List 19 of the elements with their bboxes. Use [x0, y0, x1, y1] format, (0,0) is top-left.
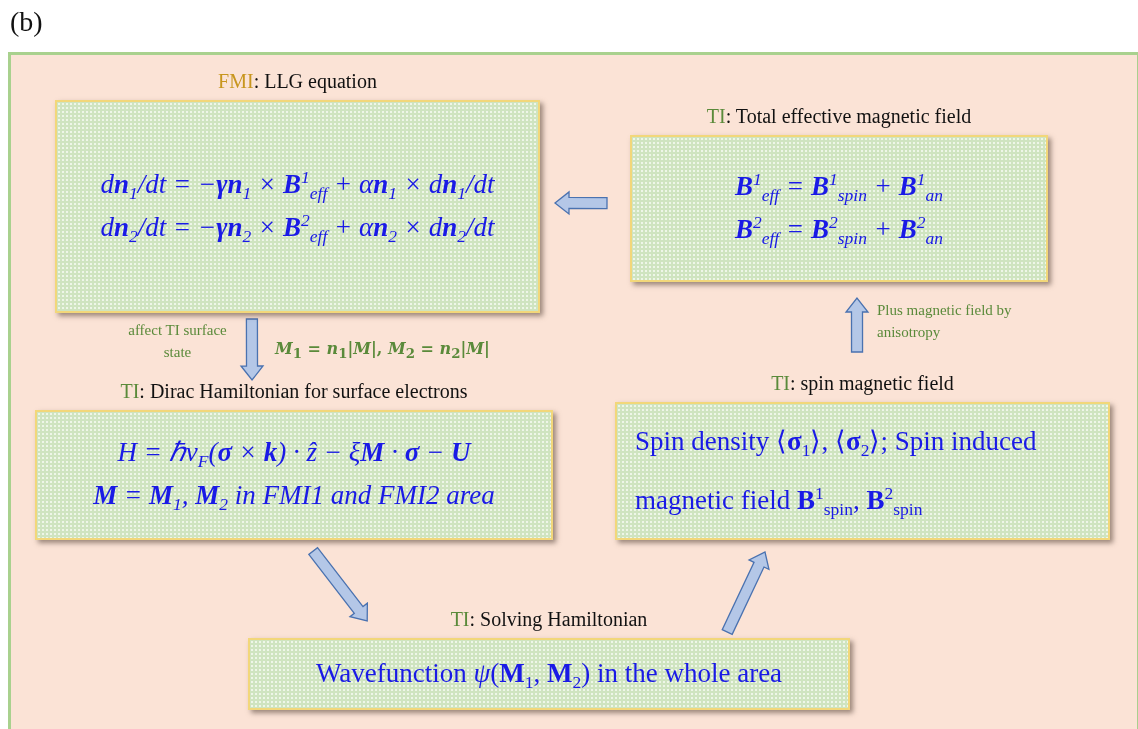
formula-text: M$_{1}$ = n$_{1}$|M|, M$_{2}$ = n$_{2}$|M|: [275, 338, 490, 364]
box-heading: TI: Dirac Hamiltonian for surface electrons: [119, 380, 469, 403]
equation: dn$_{1}$/dt = −γn$_{1}$ × B$^{1}$$_{eff}$ + αn$_{1}$ × dn$_{1}$/dt: [100, 165, 495, 206]
box-heading: TI: Total effective magnetic field: [705, 105, 973, 128]
edge-label: Plus magnetic field by anisotropy: [877, 301, 1013, 342]
box-heading: FMI: LLG equation: [217, 70, 378, 93]
block-arrow: [844, 296, 870, 353]
block-arrow: [721, 551, 770, 636]
block-arrow: [553, 190, 608, 216]
block-arrow: [307, 546, 368, 622]
box-heading: TI: Solving Hamiltonian: [449, 608, 649, 631]
equation: H = ℏv$_{F}$(σ × k) · ẑ − ξM · σ − U: [117, 436, 471, 474]
panel-label: (b): [10, 5, 43, 39]
equation: dn$_{2}$/dt = −γn$_{2}$ × B$^{2}$$_{eff}$ + αn$_{2}$ × dn$_{2}$/dt: [100, 208, 495, 248]
edge-label: affect TI surface state: [127, 321, 228, 362]
equation: Wavefunction ψ(M$_{1}$, M$_{2}$) in the whole area: [315, 656, 783, 695]
block-arrow: [239, 318, 265, 382]
equation: M = M$_{1}$, M$_{2}$ in FMI1 and FMI2 area: [93, 479, 495, 517]
box-heading: TI: spin magnetic field: [770, 372, 955, 395]
